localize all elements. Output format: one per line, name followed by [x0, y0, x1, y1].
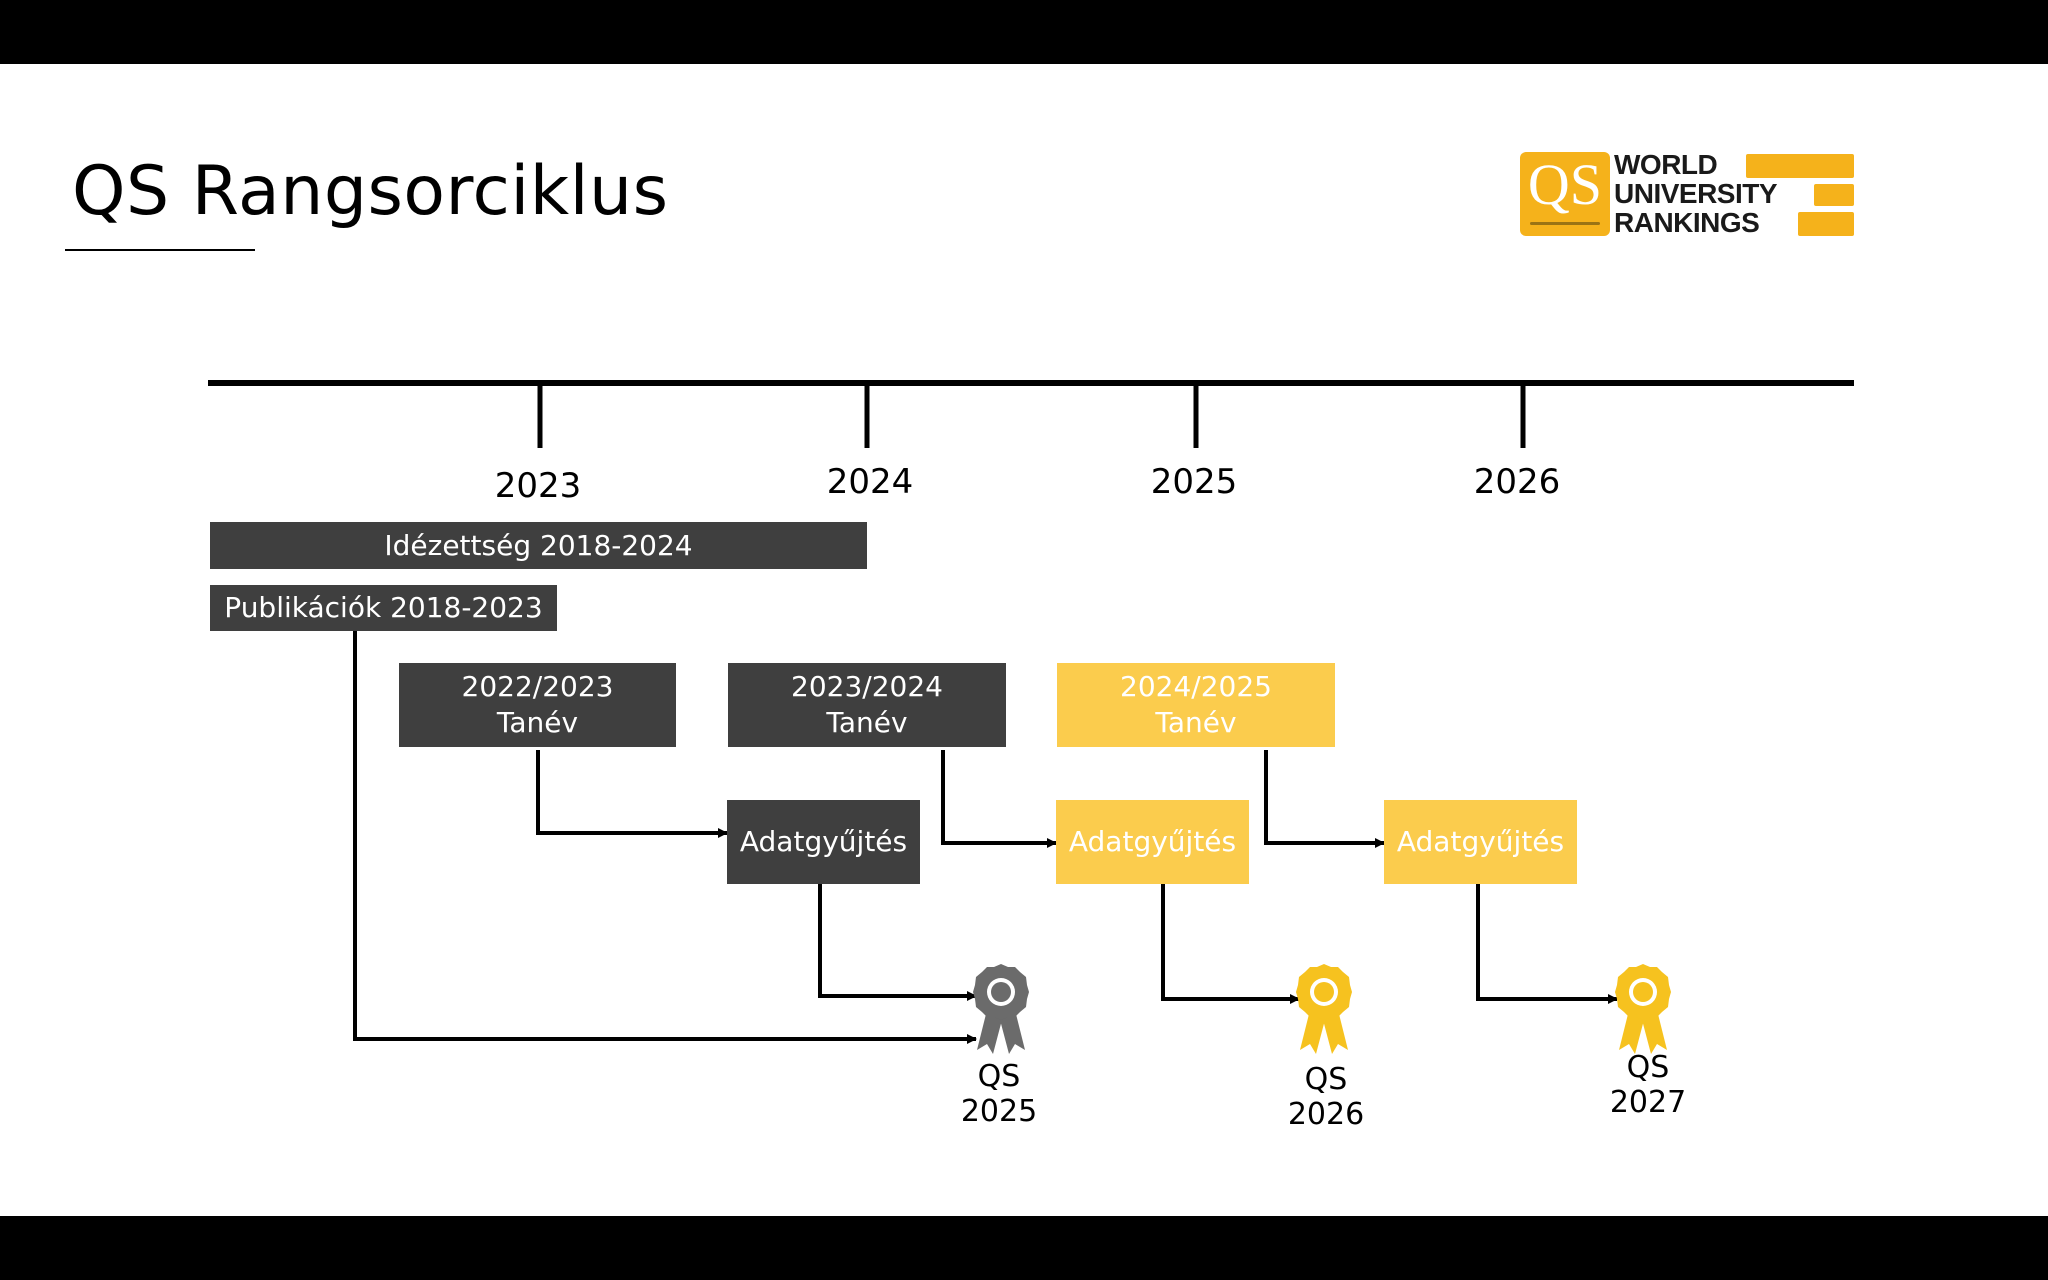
logo-bar-3 [1798, 212, 1854, 236]
logo-word-world: WORLD [1614, 149, 1718, 180]
qs-ranking-name: QS [1304, 1062, 1348, 1097]
academic-year-label: Tanév [496, 706, 579, 739]
award-ribbon-icon [973, 964, 1029, 1054]
qs-ranking-label: QS 2025 [939, 1059, 1059, 1129]
academic-year-range: 2022/2023 [461, 670, 614, 703]
qs-logo-letters: QS [1527, 152, 1603, 217]
academic-year-range: 2023/2024 [791, 670, 943, 703]
qs-ranking-name: QS [1626, 1050, 1670, 1085]
citations-period-bar: Idézettség 2018-2024 [210, 522, 867, 569]
data-collection-box: Adatgyűjtés [1384, 800, 1577, 884]
qs-ranking-label: QS 2027 [1588, 1050, 1708, 1120]
logo-word-rankings: RANKINGS [1614, 207, 1760, 238]
academic-year-label: Tanév [1155, 706, 1237, 739]
qs-ranking-year: 2027 [1609, 1085, 1687, 1120]
logo-word-university: UNIVERSITY [1614, 178, 1778, 209]
data-collection-box: Adatgyűjtés [727, 800, 920, 884]
connector-adatgyujtes2-to-qs2026 [1161, 884, 1300, 1004]
connector-tanev3-to-adatgyujtes3 [1264, 750, 1385, 848]
year-label-2026: 2026 [1473, 462, 1561, 502]
connector-tanev1-to-adatgyujtes1 [536, 750, 728, 838]
connector-adatgyujtes3-to-qs2027 [1476, 884, 1618, 1004]
page-title: QS Rangsorciklus [72, 152, 669, 231]
connector-publications-to-qs2025 [353, 630, 977, 1044]
title-underline [65, 249, 255, 251]
academic-year-box: 2024/2025 Tanév [1057, 663, 1335, 747]
year-label-2025: 2025 [1150, 462, 1238, 502]
logo-bar-2 [1814, 184, 1854, 206]
qs-ranking-year: 2026 [1287, 1097, 1365, 1132]
qs-world-university-rankings-logo: QS WORLD UNIVERSITY RANKINGS [1518, 150, 1858, 240]
publications-period-bar: Publikációk 2018-2023 [210, 585, 557, 631]
qs-ranking-year: 2025 [960, 1094, 1038, 1129]
year-label-2023: 2023 [494, 466, 582, 506]
connector-tanev2-to-adatgyujtes2 [941, 750, 1057, 848]
academic-year-range: 2024/2025 [1120, 670, 1272, 703]
data-collection-box: Adatgyűjtés [1056, 800, 1249, 884]
academic-year-box: 2022/2023 Tanév [399, 663, 676, 747]
qs-logo-swoosh [1530, 222, 1600, 225]
academic-year-box: 2023/2024 Tanév [728, 663, 1006, 747]
year-label-2024: 2024 [826, 462, 914, 502]
academic-year-label: Tanév [826, 706, 908, 739]
slide: QS Rangsorciklus QS WORLD UNIVERSITY RAN… [0, 64, 2048, 1216]
logo-bar-1 [1746, 154, 1854, 178]
connector-adatgyujtes1-to-qs2025 [818, 884, 977, 1001]
qs-ranking-label: QS 2026 [1266, 1062, 1386, 1132]
qs-ranking-name: QS [977, 1059, 1021, 1094]
award-ribbon-icon [1615, 964, 1671, 1054]
timeline-diagram [208, 380, 1854, 1054]
award-ribbon-icon [1296, 964, 1352, 1054]
logo-wordmark: WORLD UNIVERSITY RANKINGS [1614, 150, 1814, 237]
